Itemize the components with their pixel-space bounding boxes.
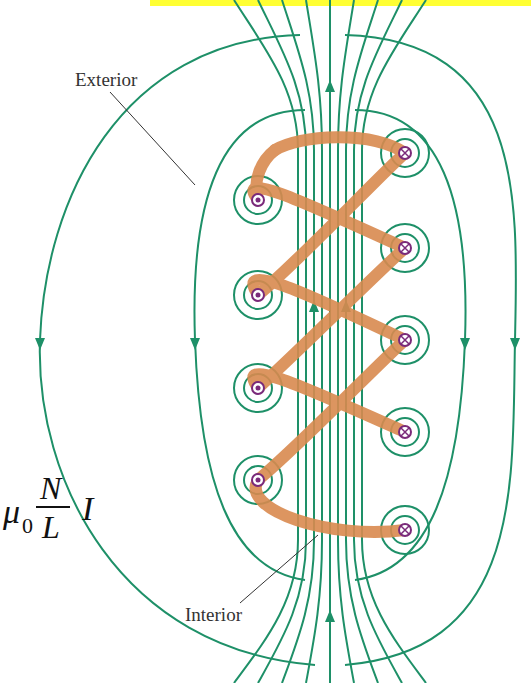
formula-denominator: L	[42, 511, 60, 543]
field-lines	[40, 0, 516, 683]
formula-symbol: μ	[3, 495, 20, 529]
leader-lines	[110, 92, 318, 603]
formula-subscript: 0	[22, 515, 33, 537]
formula-symbol: I	[82, 492, 93, 526]
fraction-bar	[36, 506, 70, 508]
region-label: Exterior	[75, 70, 137, 89]
highlight-bar	[150, 0, 531, 6]
formula-numerator: N	[40, 472, 61, 504]
field-arrows	[35, 80, 520, 622]
region-label: Interior	[185, 605, 242, 624]
current-symbols	[252, 147, 411, 536]
coil-wire	[253, 137, 405, 532]
